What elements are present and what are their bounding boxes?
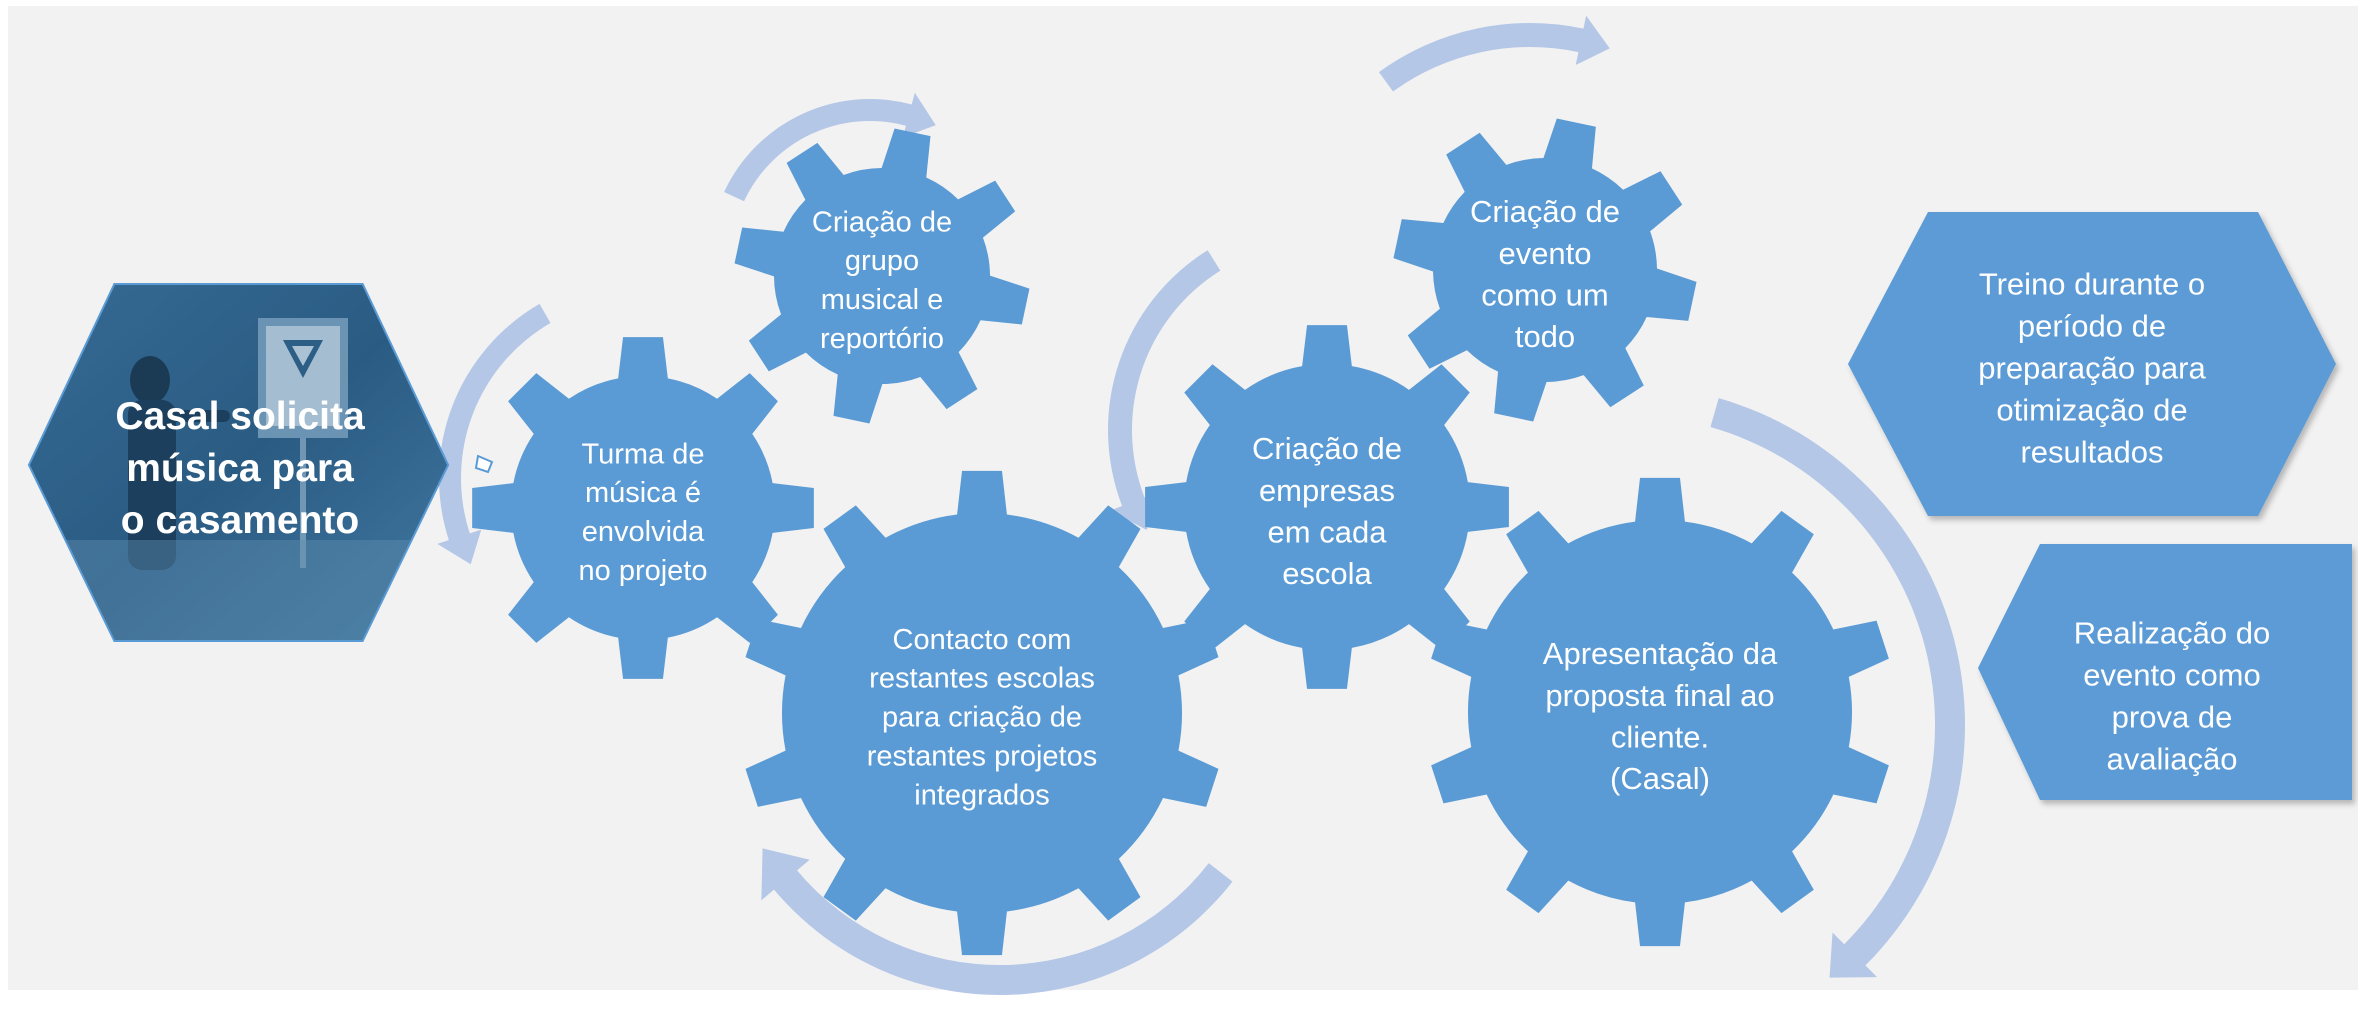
text-line: Apresentação da <box>1543 636 1778 671</box>
arrow-contacto-icon <box>761 848 1233 995</box>
gear-contacto: Contacto com restantes escolas para criaçã… <box>745 470 1219 956</box>
gear-turma: Turma de música é envolvida no projeto <box>472 337 814 679</box>
text-line: integrados <box>914 779 1049 811</box>
text-line: resultados <box>2020 435 2163 470</box>
text-line: em cada <box>1268 514 1388 549</box>
gear-contacto-icon <box>745 470 1219 956</box>
gear-turma-icon <box>472 337 814 679</box>
arrow-empresas-icon <box>1108 250 1221 530</box>
start-hexagon: Casal solicita música para o casamento <box>27 283 450 642</box>
text-line: música para <box>126 447 354 490</box>
text-line: envolvida <box>582 516 705 548</box>
text-line: restantes escolas <box>869 663 1095 695</box>
hexagon-realizacao: Realização do evento como prova de avaliaçã… <box>1978 544 2352 800</box>
gear-evento-icon <box>1393 118 1697 422</box>
gear-contacto-label: Contacto com restantes escolas para criaçã… <box>867 624 1098 811</box>
gear-turma-label: Turma de música é envolvida no projeto <box>579 438 708 587</box>
text-line: Casal solicita <box>115 395 365 438</box>
text-line: Criação de <box>1252 431 1402 466</box>
text-line: prova de <box>2112 700 2233 735</box>
gear-empresas-icon <box>1145 325 1509 689</box>
hex-layer: Treino durante o período de preparação par… <box>1848 212 2352 800</box>
text-line: Treino durante o <box>1979 267 2205 302</box>
start-label: Casal solicita música para o casamento <box>115 395 365 542</box>
arrow-evento-icon <box>1378 15 1610 92</box>
text-line: otimização de <box>1996 393 2187 428</box>
text-line: como um <box>1481 277 1608 312</box>
text-line: período de <box>2018 309 2166 344</box>
text-line: reportório <box>820 323 944 355</box>
gear-grupo-label: Criação de grupo musical e reportório <box>812 206 952 355</box>
text-line: evento como <box>2083 658 2261 693</box>
gear-empresas: Criação de empresas em cada escola <box>1145 325 1509 689</box>
photo-background <box>30 285 447 640</box>
text-line: no projeto <box>579 555 708 587</box>
hexagon-treino-label: Treino durante o período de preparação par… <box>1978 267 2206 470</box>
arrow-grupo-icon <box>724 92 936 202</box>
text-line: preparação para <box>1978 351 2206 386</box>
text-line: Realização do <box>2074 616 2270 651</box>
gear-empresas-label: Criação de empresas em cada escola <box>1252 431 1402 591</box>
text-line: escola <box>1282 556 1372 591</box>
hexagon-realizacao-label: Realização do evento como prova de avaliaçã… <box>2074 616 2270 777</box>
text-line: música é <box>585 477 701 509</box>
arrows-layer <box>437 15 1965 995</box>
text-line: Criação de <box>812 206 952 238</box>
text-line: cliente. <box>1611 719 1709 754</box>
text-line: Contacto com <box>893 624 1072 656</box>
text-line: para criação de <box>882 702 1082 734</box>
text-line: Criação de <box>1470 194 1620 229</box>
hexagon-treino-shape <box>1848 212 2336 516</box>
gear-evento: Criação de evento como um todo <box>1393 118 1697 422</box>
text-line: empresas <box>1259 473 1395 508</box>
gear-apresentacao-label: Apresentação da proposta final ao cliente.… <box>1543 636 1778 796</box>
text-line: avaliação <box>2107 742 2238 777</box>
hexagon-realizacao-shape <box>1978 544 2352 800</box>
gear-apresentacao: Apresentação da proposta final ao cliente.… <box>1431 477 1889 947</box>
text-line: (Casal) <box>1610 761 1710 796</box>
gear-evento-label: Criação de evento como um todo <box>1470 194 1620 354</box>
text-line: restantes projetos <box>867 741 1098 773</box>
gears-layer: Turma de música é envolvida no projeto Criaç… <box>472 118 1889 956</box>
arrow-turma-icon <box>437 303 551 565</box>
gear-apresentacao-icon <box>1431 477 1889 947</box>
text-line: evento <box>1498 236 1591 271</box>
arrow-apresentacao-icon <box>1710 398 1965 978</box>
gear-grupo: Criação de grupo musical e reportório <box>734 128 1030 424</box>
start-connector-icon <box>474 454 494 474</box>
text-line: o casamento <box>121 499 359 542</box>
text-line: todo <box>1515 319 1575 354</box>
text-line: Turma de <box>581 438 704 470</box>
gear-grupo-icon <box>734 128 1030 424</box>
hexagon-treino: Treino durante o período de preparação par… <box>1848 212 2336 516</box>
text-line: grupo <box>845 245 919 277</box>
text-line: musical e <box>821 284 944 316</box>
text-line: proposta final ao <box>1545 678 1774 713</box>
